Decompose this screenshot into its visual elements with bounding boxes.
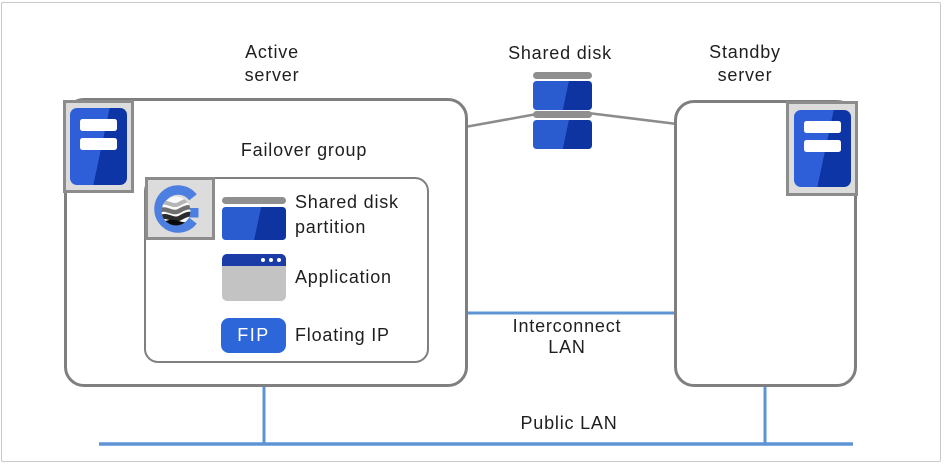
active-server-icon-chip — [63, 100, 134, 193]
shared-disk-to-standby-line — [587, 111, 678, 126]
canvas-border — [1, 2, 941, 462]
cluster-g-logo-chip — [145, 177, 215, 240]
application-label: Application — [295, 267, 392, 287]
standby-server-label: Standby server — [709, 42, 781, 85]
floating-ip-badge: FIP — [221, 318, 286, 353]
fip-badge-text: FIP — [237, 325, 270, 345]
server-icon — [70, 108, 127, 185]
server-slot-bar — [80, 138, 117, 150]
server-slot-bar — [80, 119, 117, 131]
disk-partition-icon — [222, 207, 286, 240]
failover-group-title: Failover group — [240, 140, 368, 160]
cluster-g-logo-icon — [154, 184, 199, 233]
floating-ip-label: Floating IP — [295, 325, 390, 345]
shared-disk-stack-icon — [533, 111, 592, 118]
standby-server-icon-chip — [786, 101, 858, 196]
shared-disk-stack-icon — [533, 120, 592, 149]
server-icon — [793, 110, 851, 187]
shared-disk-partition-label: Shared disk partition — [295, 192, 399, 237]
active-to-shared-disk-line — [464, 112, 538, 129]
window-dot-icon — [269, 258, 273, 262]
server-slot-bar — [803, 121, 841, 133]
disk-partition-icon — [222, 197, 286, 204]
interconnect-lan-label: Interconnect LAN — [512, 316, 622, 357]
public-lan-label: Public LAN — [520, 413, 618, 433]
active-server-label: Active server — [244, 42, 300, 85]
application-titlebar — [222, 254, 286, 266]
application-window-icon — [222, 254, 286, 301]
window-dot-icon — [277, 258, 281, 262]
window-dot-icon — [261, 258, 265, 262]
server-slot-bar — [803, 140, 841, 152]
shared-disk-label: Shared disk — [508, 43, 612, 63]
shared-disk-stack-icon — [533, 72, 592, 79]
shared-disk-stack-icon — [533, 81, 592, 110]
